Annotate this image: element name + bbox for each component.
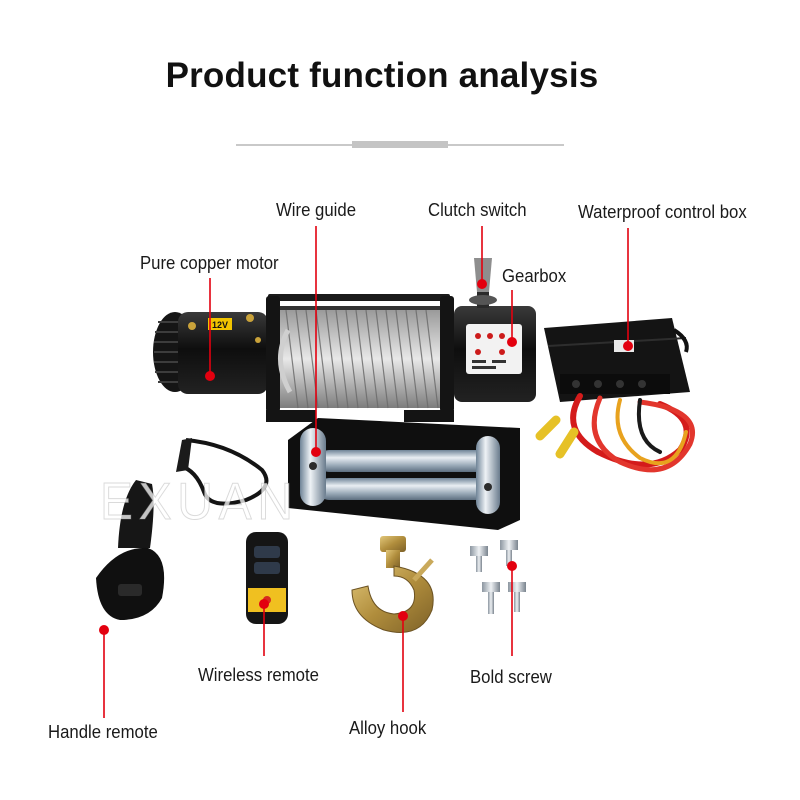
handle-remote-device	[96, 438, 269, 620]
callout-lines	[103, 226, 629, 718]
label-pure-copper-motor: Pure copper motor	[140, 253, 279, 273]
callout-dots	[99, 279, 633, 635]
callout-dot-wireless-remote	[259, 599, 269, 609]
callout-dot-gearbox	[507, 337, 517, 347]
label-handle-remote: Handle remote	[48, 722, 158, 742]
label-alloy-hook: Alloy hook	[349, 718, 427, 738]
label-clutch-switch: Clutch switch	[428, 200, 527, 220]
label-wire-guide: Wire guide	[276, 200, 357, 220]
motor-label	[208, 318, 232, 330]
title-divider-accent	[352, 141, 448, 148]
label-gearbox: Gearbox	[502, 266, 567, 286]
hook-device	[351, 536, 434, 633]
callout-dot-control-box	[623, 341, 633, 351]
callout-dot-wire-guide	[311, 447, 321, 457]
callout-dot-clutch-switch	[477, 279, 487, 289]
label-wireless-remote: Wireless remote	[198, 665, 319, 685]
label-waterproof-control-box: Waterproof control box	[578, 202, 747, 222]
callout-dot-handle-remote	[99, 625, 109, 635]
motor-housing	[178, 312, 268, 394]
gearbox-housing	[454, 306, 536, 402]
bolts	[470, 540, 526, 614]
tie-bar-top	[268, 294, 450, 301]
callout-dot-bold-screw	[507, 561, 517, 571]
winch: 12V	[153, 258, 536, 422]
cable-drum	[277, 309, 440, 409]
page-title: Product function analysis	[165, 56, 599, 95]
control-box	[544, 318, 690, 402]
callout-dot-alloy-hook	[398, 611, 408, 621]
voltage-label: 12V	[212, 320, 228, 330]
wireless-remote-device	[246, 532, 288, 624]
roller-fairlead	[288, 418, 520, 530]
callout-dot-motor	[205, 371, 215, 381]
label-bold-screw: Bold screw	[470, 667, 552, 687]
watermark: EXUAN	[100, 473, 299, 532]
power-cables	[535, 393, 695, 473]
